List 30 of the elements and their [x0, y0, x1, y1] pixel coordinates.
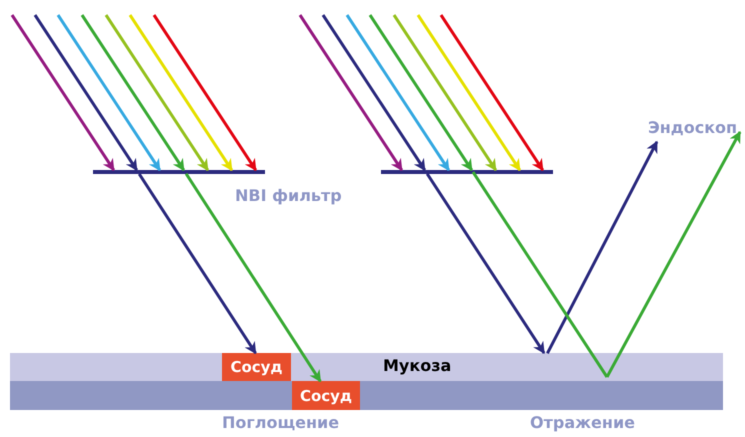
endoscope-label: Эндоскоп	[648, 118, 745, 142]
light-ray-arrow	[80, 14, 186, 172]
light-ray-arrow	[104, 14, 210, 172]
layer-label: Мукоза	[383, 356, 452, 375]
vessel-block: Сосуд	[222, 353, 291, 381]
light-ray-arrow	[606, 130, 742, 378]
light-ray-arrow	[392, 14, 498, 172]
filter-label: NBI фильтр	[235, 186, 342, 205]
light-ray-arrow	[184, 172, 322, 382]
light-ray-arrow	[138, 173, 257, 354]
caption-label: Поглощение	[222, 413, 340, 432]
light-ray-arrow	[56, 14, 162, 172]
vessel-block: Сосуд	[292, 381, 360, 410]
light-ray-arrow	[34, 14, 138, 172]
light-ray-arrow	[440, 14, 544, 172]
filter-bar	[93, 170, 265, 174]
light-ray-arrow	[416, 14, 522, 172]
light-ray-arrow	[10, 14, 116, 172]
filter-bar	[381, 170, 553, 174]
submucosa-layer	[10, 381, 723, 410]
light-ray-arrow	[368, 14, 474, 172]
light-ray-arrow	[322, 14, 426, 172]
mucosa-layer	[10, 353, 723, 381]
light-ray-arrow	[546, 140, 658, 354]
light-ray-arrow	[152, 14, 258, 172]
light-ray-arrow	[128, 14, 234, 172]
light-ray-arrow	[346, 14, 450, 172]
light-ray-arrow	[298, 14, 404, 172]
light-ray-arrow	[426, 173, 546, 354]
caption-label: Отражение	[530, 413, 636, 432]
